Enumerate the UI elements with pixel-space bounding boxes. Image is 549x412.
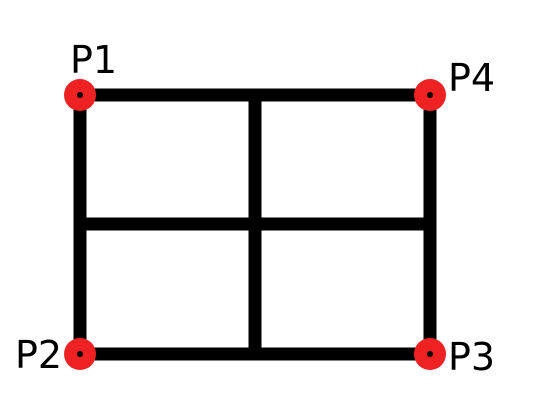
point-p1: P1 (64, 38, 117, 111)
point-p3-center-dot (427, 351, 433, 357)
point-p1-label: P1 (70, 38, 117, 82)
point-p1-center-dot (77, 92, 83, 98)
point-p4-label: P4 (448, 56, 495, 100)
point-p2-center-dot (77, 351, 83, 357)
point-p4: P4 (414, 56, 495, 111)
point-p2-label: P2 (15, 333, 62, 377)
point-p3-label: P3 (448, 335, 495, 379)
point-p3: P3 (414, 335, 495, 379)
point-p2: P2 (15, 333, 96, 377)
point-p4-center-dot (427, 92, 433, 98)
